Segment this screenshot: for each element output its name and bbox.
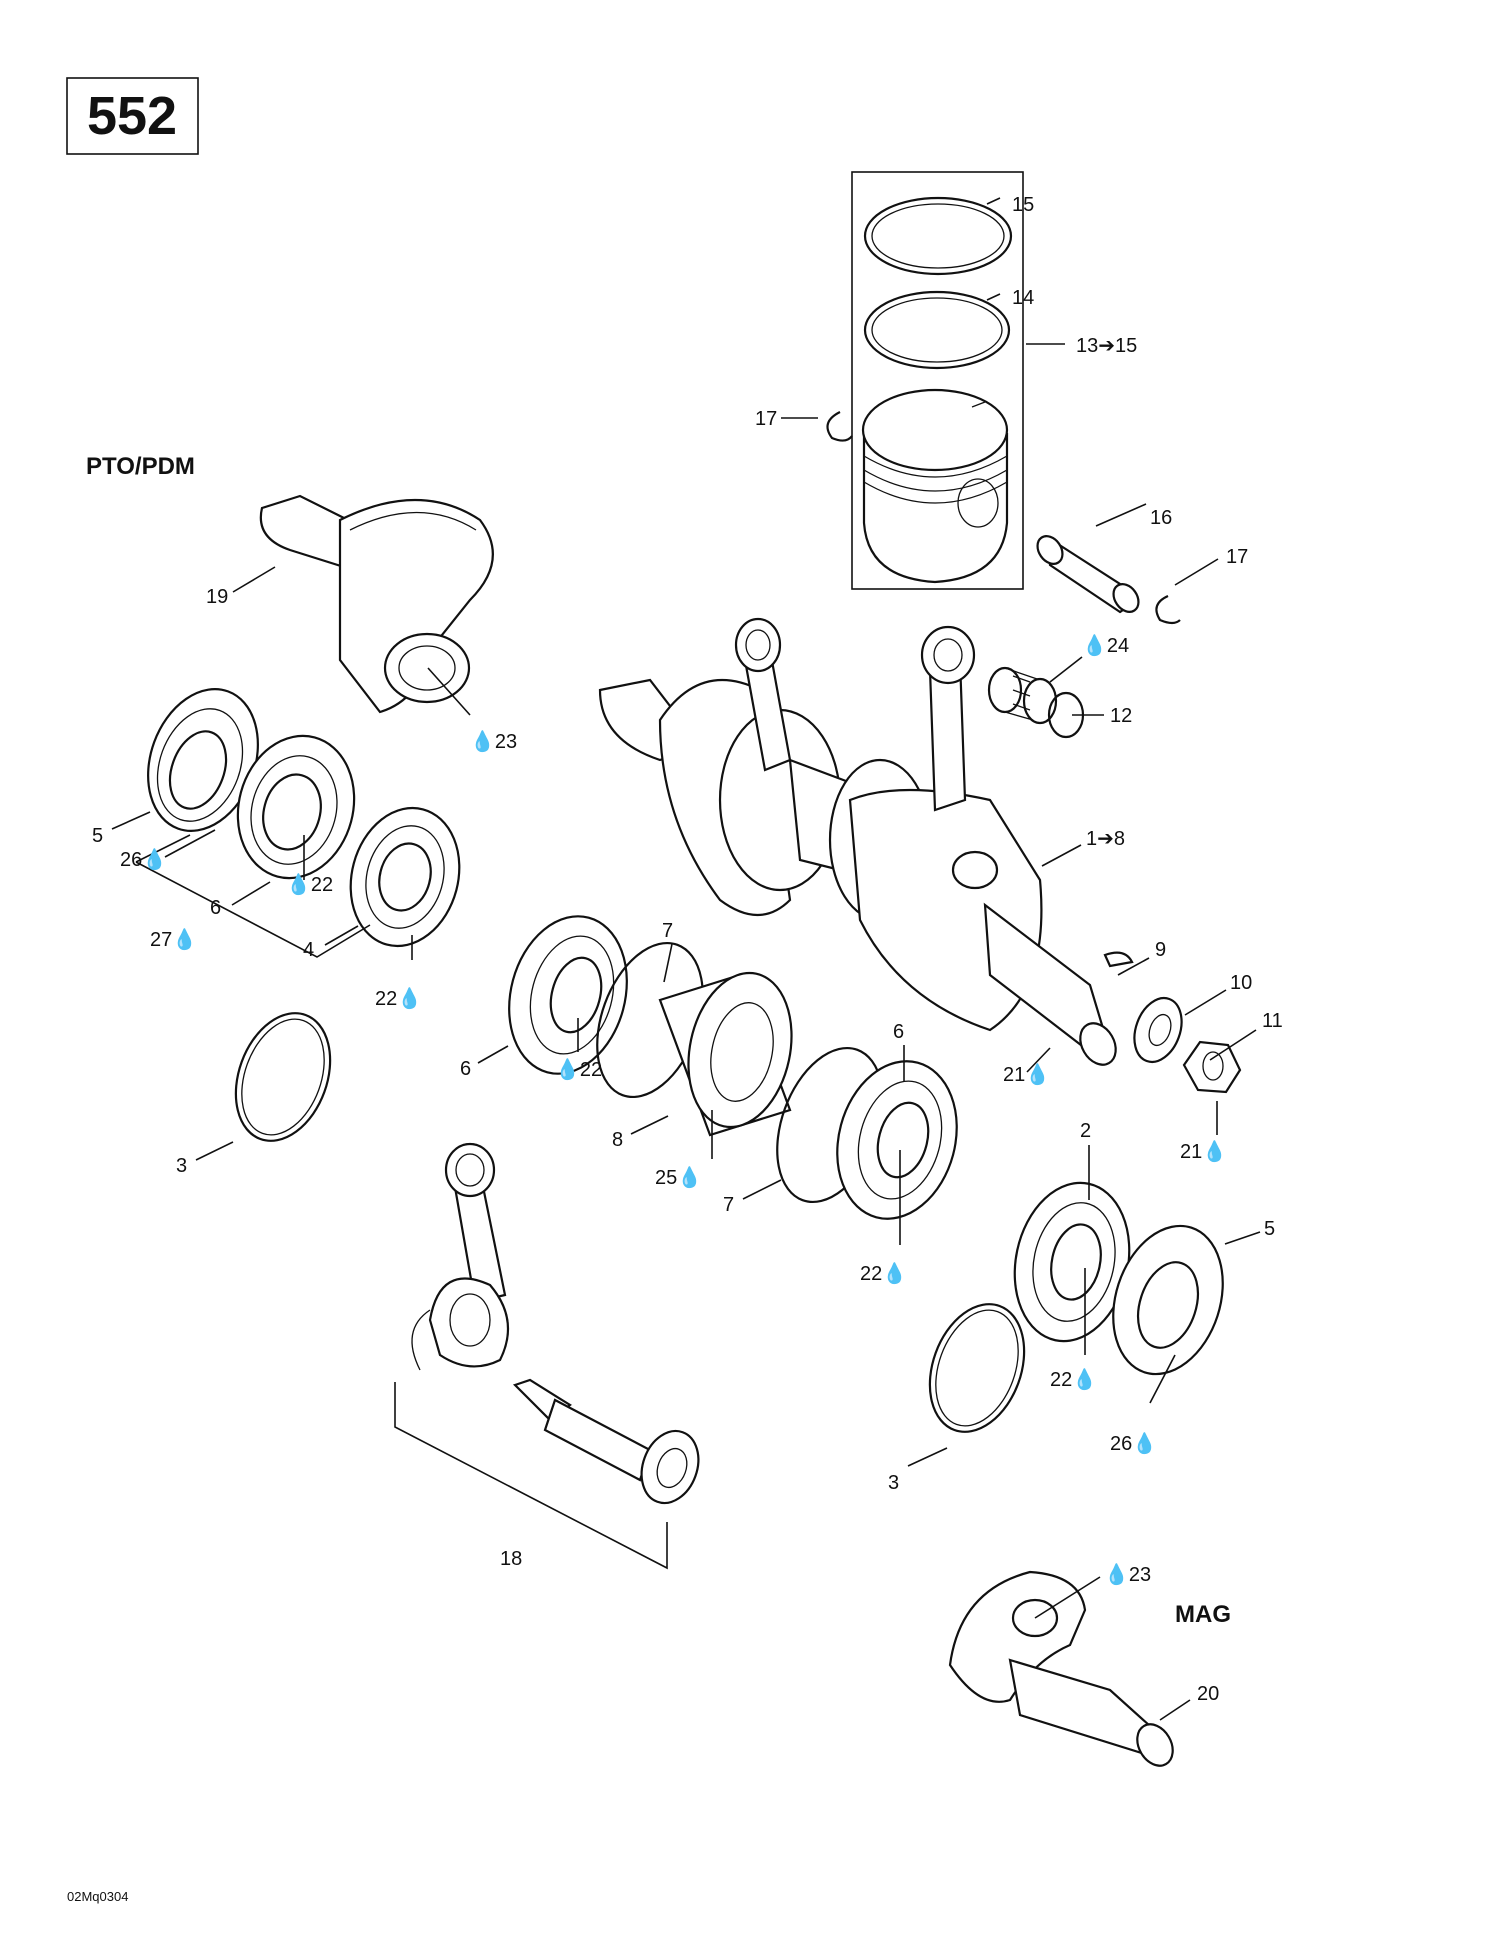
callout-18: 18: [500, 1548, 522, 1570]
callout-3-right: 3: [888, 1472, 899, 1494]
callout-5-right: 5: [1264, 1218, 1275, 1240]
callout-22-right: 22💧: [1050, 1367, 1097, 1391]
callout-25: 25💧: [655, 1165, 702, 1189]
piston-kit-box: [851, 171, 1024, 590]
callout-7-lower: 7: [723, 1194, 734, 1216]
washer: [1133, 996, 1183, 1064]
o-ring-left: [234, 1012, 332, 1142]
callout-21-shaft: 21💧: [1003, 1062, 1050, 1086]
bracket-18: [394, 1382, 668, 1570]
page-number-box: 552: [66, 77, 199, 155]
callout-12: 12: [1110, 705, 1132, 727]
piston-pin: [1036, 534, 1140, 614]
callout-21-nut: 21💧: [1180, 1139, 1227, 1163]
callout-6-right: 6: [893, 1021, 904, 1043]
callout-23-mag: 💧23: [1104, 1562, 1151, 1586]
callout-27: 27💧: [150, 927, 197, 951]
leader-lines: [111, 197, 1261, 1721]
callout-labels: 15 14 13➔15 17 16 17 19 💧23 💧24 12 5 26💧…: [92, 194, 1283, 1705]
callout-3-left: 3: [176, 1155, 187, 1177]
callout-9: 9: [1155, 939, 1166, 961]
callout-2: 2: [1080, 1120, 1091, 1142]
callout-1-8: 1➔8: [1086, 828, 1125, 850]
callout-26-left: 26💧: [120, 847, 167, 871]
callout-22-center-2: 22💧: [860, 1261, 907, 1285]
callout-26-right: 26💧: [1110, 1431, 1157, 1455]
callout-17-right: 17: [1226, 546, 1248, 568]
crankshaft-assembly: [598, 617, 1117, 1066]
callout-22-left-2: 22💧: [375, 986, 422, 1010]
callout-11: 11: [1262, 1010, 1283, 1032]
piston: [861, 388, 1009, 584]
bearing-left-2: [349, 806, 461, 948]
callout-24: 💧24: [1082, 633, 1129, 657]
o-ring-right: [928, 1303, 1026, 1433]
callout-22-center: 💧22: [555, 1057, 602, 1081]
page-number: 552: [87, 86, 177, 146]
callout-19: 19: [206, 586, 228, 608]
circlip-17-right: [1155, 594, 1181, 625]
callout-10: 10: [1230, 972, 1252, 994]
callout-15: 15: [1012, 194, 1034, 216]
callout-8: 8: [612, 1129, 623, 1151]
crank-half-pto: [259, 494, 494, 714]
connecting-rod-kit: [411, 1142, 700, 1505]
circlip-17-left: [826, 411, 853, 442]
woodruff-key: [1103, 951, 1134, 968]
bearing-right: [1013, 1181, 1131, 1343]
crank-half-mag: [948, 1570, 1174, 1767]
callout-22-left: 💧22: [286, 872, 333, 896]
callout-6-center: 6: [460, 1058, 471, 1080]
callout-13-15: 13➔15: [1076, 335, 1137, 357]
bracket-27: [135, 861, 371, 958]
bearing-center-2: [836, 1060, 958, 1220]
reference-code: 02Mq0304: [67, 1889, 128, 1904]
callout-7-upper: 7: [662, 920, 673, 942]
callout-14: 14: [1012, 287, 1034, 309]
seal-right: [1112, 1224, 1224, 1376]
needle-bearing-small: [987, 666, 1085, 739]
bearing-left-1: [236, 734, 356, 880]
callout-23-top: 💧23: [470, 729, 517, 753]
nut: [1182, 1040, 1242, 1094]
callout-5-left: 5: [92, 825, 103, 847]
callout-4: 4: [303, 939, 314, 961]
section-label-pto: PTO/PDM: [86, 453, 195, 480]
callout-20: 20: [1197, 1683, 1219, 1705]
callout-16: 16: [1150, 507, 1172, 529]
section-label-mag: MAG: [1175, 1601, 1231, 1628]
bushing-center: [658, 971, 793, 1137]
callout-17: 17: [755, 408, 777, 430]
callout-6-left: 6: [210, 897, 221, 919]
